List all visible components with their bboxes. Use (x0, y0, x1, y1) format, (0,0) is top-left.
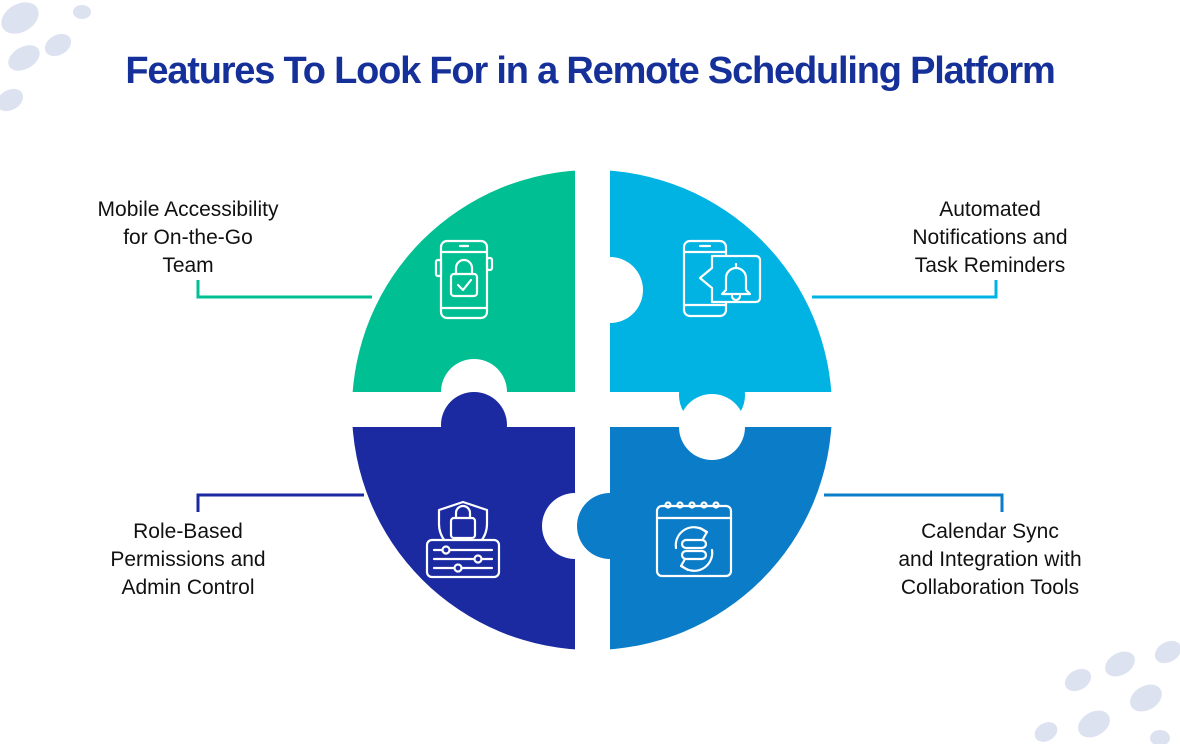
connector-line-permissions (196, 493, 364, 512)
page-title: Features To Look For in a Remote Schedul… (125, 50, 1055, 92)
feature-label-line: Automated (939, 198, 1041, 221)
puzzle-piece-calendar (577, 394, 832, 650)
feature-label-line: Mobile Accessibility (97, 198, 279, 221)
feature-label-line: Admin Control (121, 576, 255, 599)
feature-label-line: and Integration with (898, 548, 1082, 571)
feature-label-permissions: Role-Based Permissions and Admin Control (38, 518, 338, 602)
mobile-lock-icon (434, 239, 494, 320)
feature-label-mobile: Mobile Accessibility for On-the-Go Team (38, 196, 338, 280)
feature-label-line: Notifications and (912, 226, 1068, 249)
feature-label-notifications: Automated Notifications and Task Reminde… (840, 196, 1140, 280)
feature-label-calendar: Calendar Sync and Integration with Colla… (840, 518, 1140, 602)
phone-notification-bell-icon (682, 239, 762, 318)
connector-line-mobile (196, 280, 372, 299)
connector-line-calendar (824, 493, 1004, 512)
feature-label-line: Permissions and (110, 548, 266, 571)
feature-label-line: Team (162, 254, 214, 277)
decorative-blobs-bottom-right (1034, 640, 1180, 744)
decorative-blobs-top-left (0, 2, 91, 112)
connector-line-notifications (812, 280, 998, 299)
feature-label-line: Collaboration Tools (900, 576, 1080, 599)
feature-label-line: Calendar Sync (921, 520, 1059, 543)
shield-lock-settings-icon (425, 500, 501, 579)
calendar-sync-icon (655, 501, 733, 578)
feature-label-line: Role-Based (133, 520, 243, 543)
feature-label-line: Task Reminders (914, 254, 1066, 277)
feature-label-line: for On-the-Go (123, 226, 253, 249)
